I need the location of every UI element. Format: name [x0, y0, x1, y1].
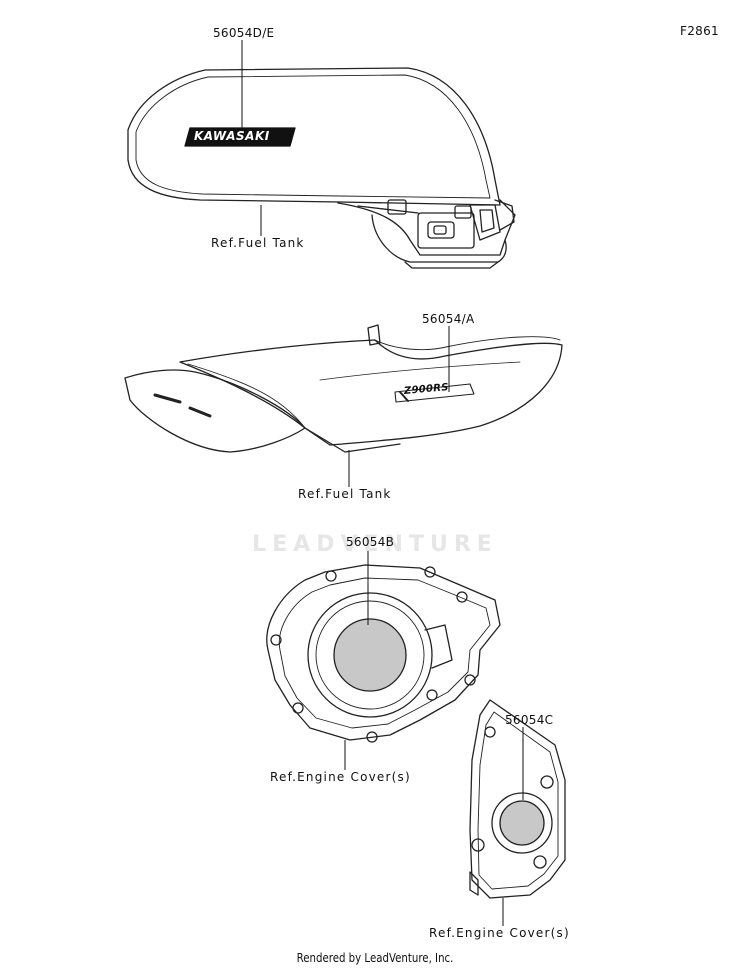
ref-fuel-tank-1: Ref.Fuel Tank: [211, 236, 305, 250]
fuel-tank-outline: [127, 67, 516, 269]
kawasaki-emblem: [184, 127, 296, 147]
tank-side-outline: [124, 324, 563, 453]
z900rs-emblem: [394, 383, 475, 403]
part-number-56054d-e[interactable]: 56054D/E: [213, 26, 275, 40]
watermark: LEADVENTURE: [252, 532, 498, 557]
ref-engine-cover-1: Ref.Engine Cover(s): [270, 770, 411, 784]
engine-cover-large-outline: [266, 564, 501, 743]
kawasaki-logo-text: KAWASAKI: [194, 129, 270, 143]
ref-fuel-tank-2: Ref.Fuel Tank: [298, 487, 392, 501]
ref-engine-cover-2: Ref.Engine Cover(s): [429, 926, 570, 940]
figure-code: F2861: [680, 24, 719, 38]
leader-lines: [241, 40, 524, 926]
part-number-56054-a[interactable]: 56054/A: [422, 312, 475, 326]
part-number-56054b[interactable]: 56054B: [346, 535, 395, 549]
footer-credit: Rendered by LeadVenture, Inc.: [296, 951, 454, 965]
engine-cover-small-outline: [469, 699, 566, 899]
part-number-56054c[interactable]: 56054C: [505, 713, 554, 727]
